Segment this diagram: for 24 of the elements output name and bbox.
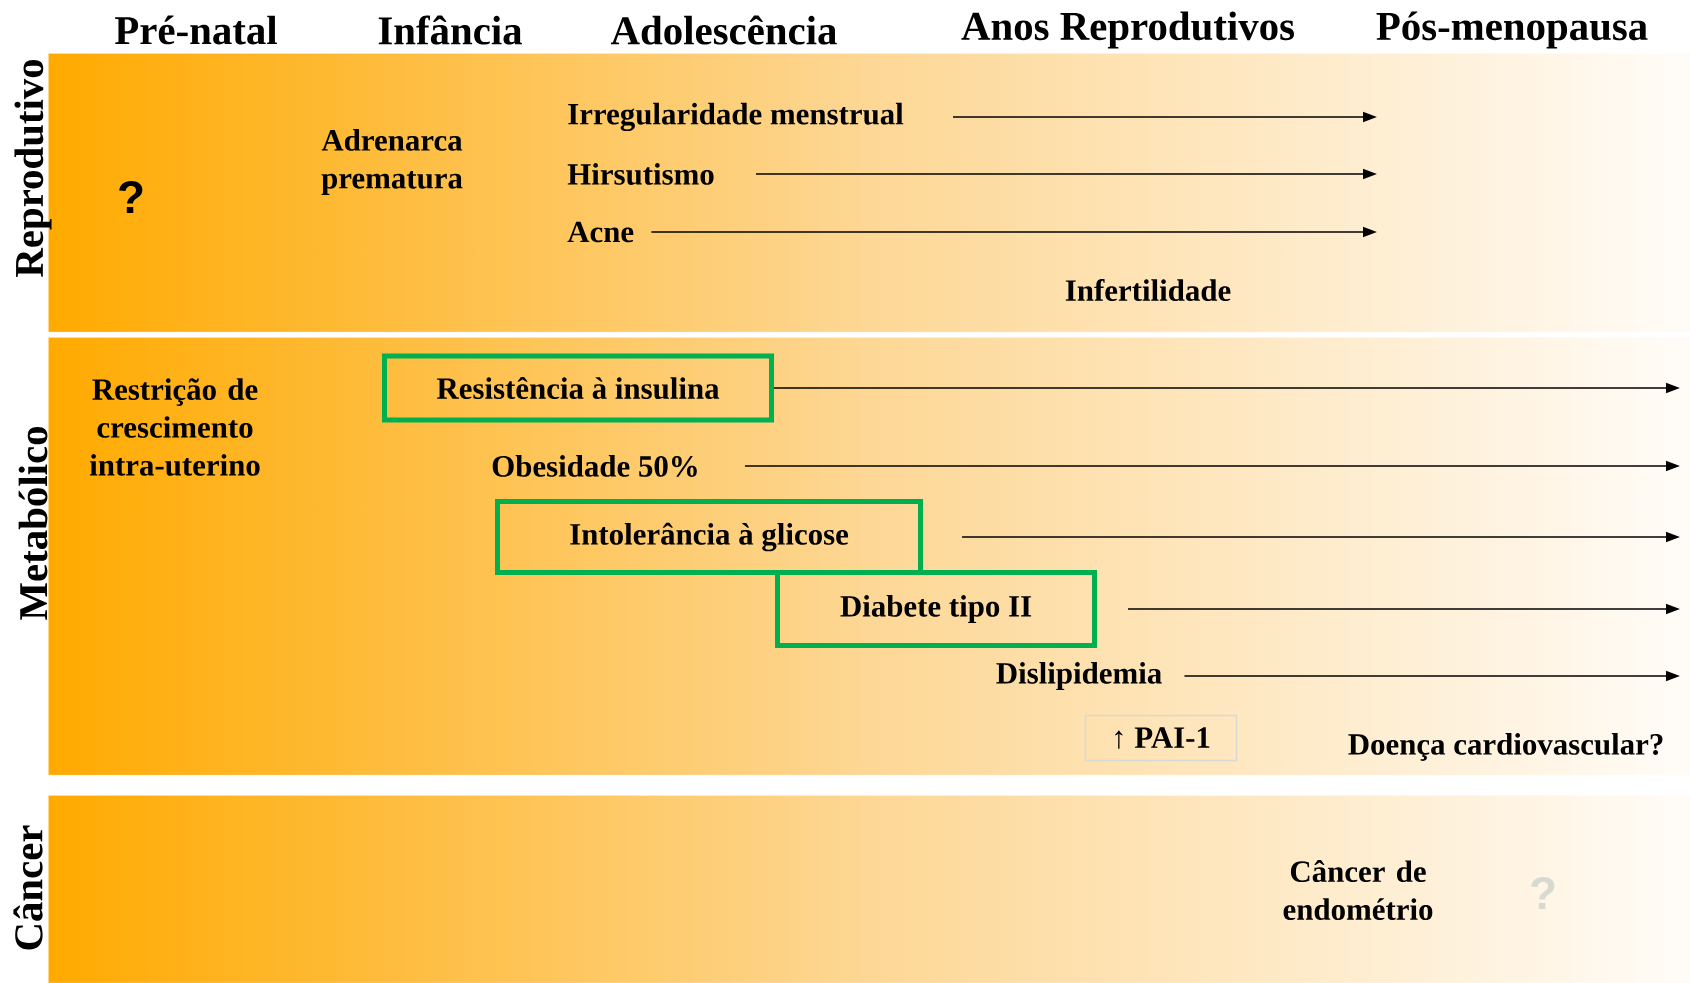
question-mark: ? [1531,877,1555,909]
condition-label: Hirsutismo [567,163,714,185]
stage-heading: Anos Reprodutivos [961,11,1294,49]
question-mark: ? [119,181,143,213]
stage-heading: Adolescência [610,15,837,45]
condition-label: Obesidade 50% [492,455,697,477]
framed-box: Intolerância à glicose [495,499,923,575]
condition-label: Dislipidemia [996,662,1162,690]
condition-label: Câncer de endométrio [1283,860,1433,920]
condition-label: Adrenarca prematura [321,129,463,195]
condition-label: Acne [567,221,634,243]
framed-box: ↑ PAI-1 [1084,714,1238,762]
framed-box: Resistência à insulina [382,353,774,423]
condition-label: Irregularidade menstrual [568,102,904,132]
stage-heading: Pré-natal [115,15,277,45]
stage-heading: Infância [378,15,522,45]
band-title: Câncer [13,825,43,950]
band-title: Reprodutivo [14,59,52,277]
band-title: Metabólico [18,427,48,620]
condition-label: Infertilidade [1065,279,1231,301]
condition-label: Doença cardiovascular? [1348,733,1663,761]
condition-label: Restrição de crescimento intra-uterino [89,378,260,476]
stage-heading: Pós-menopausa [1376,11,1648,49]
framed-box: Diabete tipo II [775,570,1097,648]
